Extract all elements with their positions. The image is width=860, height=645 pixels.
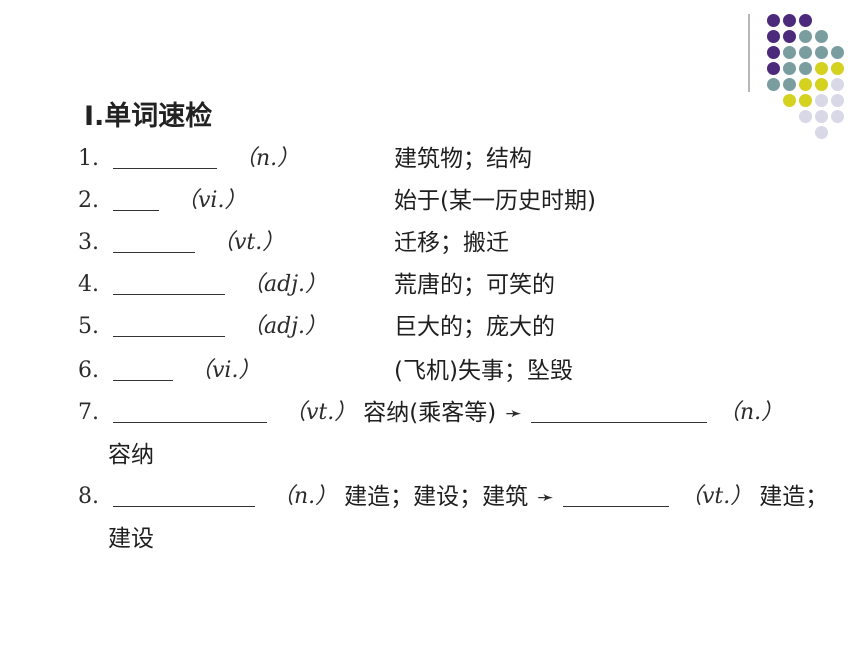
dot xyxy=(799,14,812,27)
section-title: Ⅰ.单词速检 xyxy=(84,101,213,132)
part-of-speech: （adj.） xyxy=(242,314,328,339)
item-number: 3. xyxy=(78,230,99,255)
vocab-item-2: 2. （vi.） 始于(某一历史时期) xyxy=(78,184,596,218)
meaning: 迁移；搬迁 xyxy=(394,230,509,256)
vocab-item-5: 5. （adj.） 巨大的；庞大的 xyxy=(78,310,555,344)
part-of-speech: （vt.） xyxy=(212,230,285,255)
meaning: 巨大的；庞大的 xyxy=(394,314,555,340)
vocab-item-4: 4. （adj.） 荒唐的；可笑的 xyxy=(78,268,555,302)
vocab-item-3: 3. （vt.） 迁移；搬迁 xyxy=(78,226,509,260)
dot xyxy=(767,14,780,27)
answer-blank[interactable] xyxy=(113,272,225,295)
dot xyxy=(799,62,812,75)
part-of-speech: （n.） xyxy=(272,484,338,509)
dot xyxy=(799,30,812,43)
dot xyxy=(815,110,828,123)
meaning: (飞机)失事；坠毁 xyxy=(394,358,573,384)
item-number: 2. xyxy=(78,188,99,213)
part-of-speech: （vt.） xyxy=(284,400,357,425)
dot xyxy=(831,78,844,91)
answer-blank[interactable] xyxy=(113,358,173,381)
item-number: 4. xyxy=(78,272,99,297)
decorative-divider-line xyxy=(748,14,750,92)
part-of-speech-derived: （vt.） xyxy=(679,484,753,509)
dot xyxy=(799,110,812,123)
answer-blank[interactable] xyxy=(113,146,217,169)
item-8-continuation: 建设 xyxy=(108,526,154,552)
part-of-speech-derived: （n.） xyxy=(717,400,784,425)
dot xyxy=(815,94,828,107)
arrow-icon: ➛ xyxy=(505,401,522,425)
item-number: 1. xyxy=(78,146,99,171)
part-of-speech: （n.） xyxy=(234,146,300,171)
dot xyxy=(783,46,796,59)
item-number: 6. xyxy=(78,358,99,383)
part-of-speech: （vi.） xyxy=(176,188,247,213)
answer-blank[interactable] xyxy=(113,400,267,423)
dot xyxy=(831,62,844,75)
dot xyxy=(831,46,844,59)
meaning: 建造；建设；建筑 xyxy=(344,484,529,510)
answer-blank[interactable] xyxy=(113,230,195,253)
meaning-derived: 建造； xyxy=(759,484,829,510)
dot xyxy=(783,78,796,91)
answer-blank-derived[interactable] xyxy=(530,400,707,423)
vocab-item-8: 8. （n.） 建造；建设；建筑 ➛ （vt.） 建造； xyxy=(78,480,828,514)
vocab-item-1: 1. （n.） 建筑物；结构 xyxy=(78,142,532,176)
dot xyxy=(783,30,796,43)
vocab-item-6: 6. （vi.） (飞机)失事；坠毁 xyxy=(78,354,573,388)
item-number: 8. xyxy=(78,484,99,509)
vocab-item-7: 7. （vt.） 容纳(乘客等) ➛ （n.） xyxy=(78,396,783,430)
answer-blank[interactable] xyxy=(113,484,255,507)
meaning: 容纳(乘客等) xyxy=(363,400,497,426)
dot xyxy=(783,14,796,27)
part-of-speech: （vi.） xyxy=(190,358,261,383)
dot xyxy=(831,110,844,123)
dot xyxy=(815,126,828,139)
dot xyxy=(799,46,812,59)
arrow-icon: ➛ xyxy=(537,485,554,509)
dot xyxy=(815,62,828,75)
meaning: 荒唐的；可笑的 xyxy=(394,272,555,298)
answer-blank-derived[interactable] xyxy=(562,484,669,507)
part-of-speech: （adj.） xyxy=(242,272,328,297)
answer-blank[interactable] xyxy=(113,314,225,337)
item-7-continuation: 容纳 xyxy=(108,442,154,468)
dot xyxy=(783,94,796,107)
meaning: 始于(某一历史时期) xyxy=(394,188,596,214)
dot xyxy=(815,78,828,91)
dot xyxy=(815,30,828,43)
meaning: 建筑物；结构 xyxy=(394,146,532,172)
dot xyxy=(815,46,828,59)
item-number: 7. xyxy=(78,400,99,425)
dot xyxy=(767,30,780,43)
dot xyxy=(767,46,780,59)
dot xyxy=(767,62,780,75)
dot xyxy=(831,94,844,107)
item-number: 5. xyxy=(78,314,99,339)
dot xyxy=(783,62,796,75)
answer-blank[interactable] xyxy=(113,188,159,211)
dot xyxy=(799,94,812,107)
dot xyxy=(767,78,780,91)
dot xyxy=(799,78,812,91)
